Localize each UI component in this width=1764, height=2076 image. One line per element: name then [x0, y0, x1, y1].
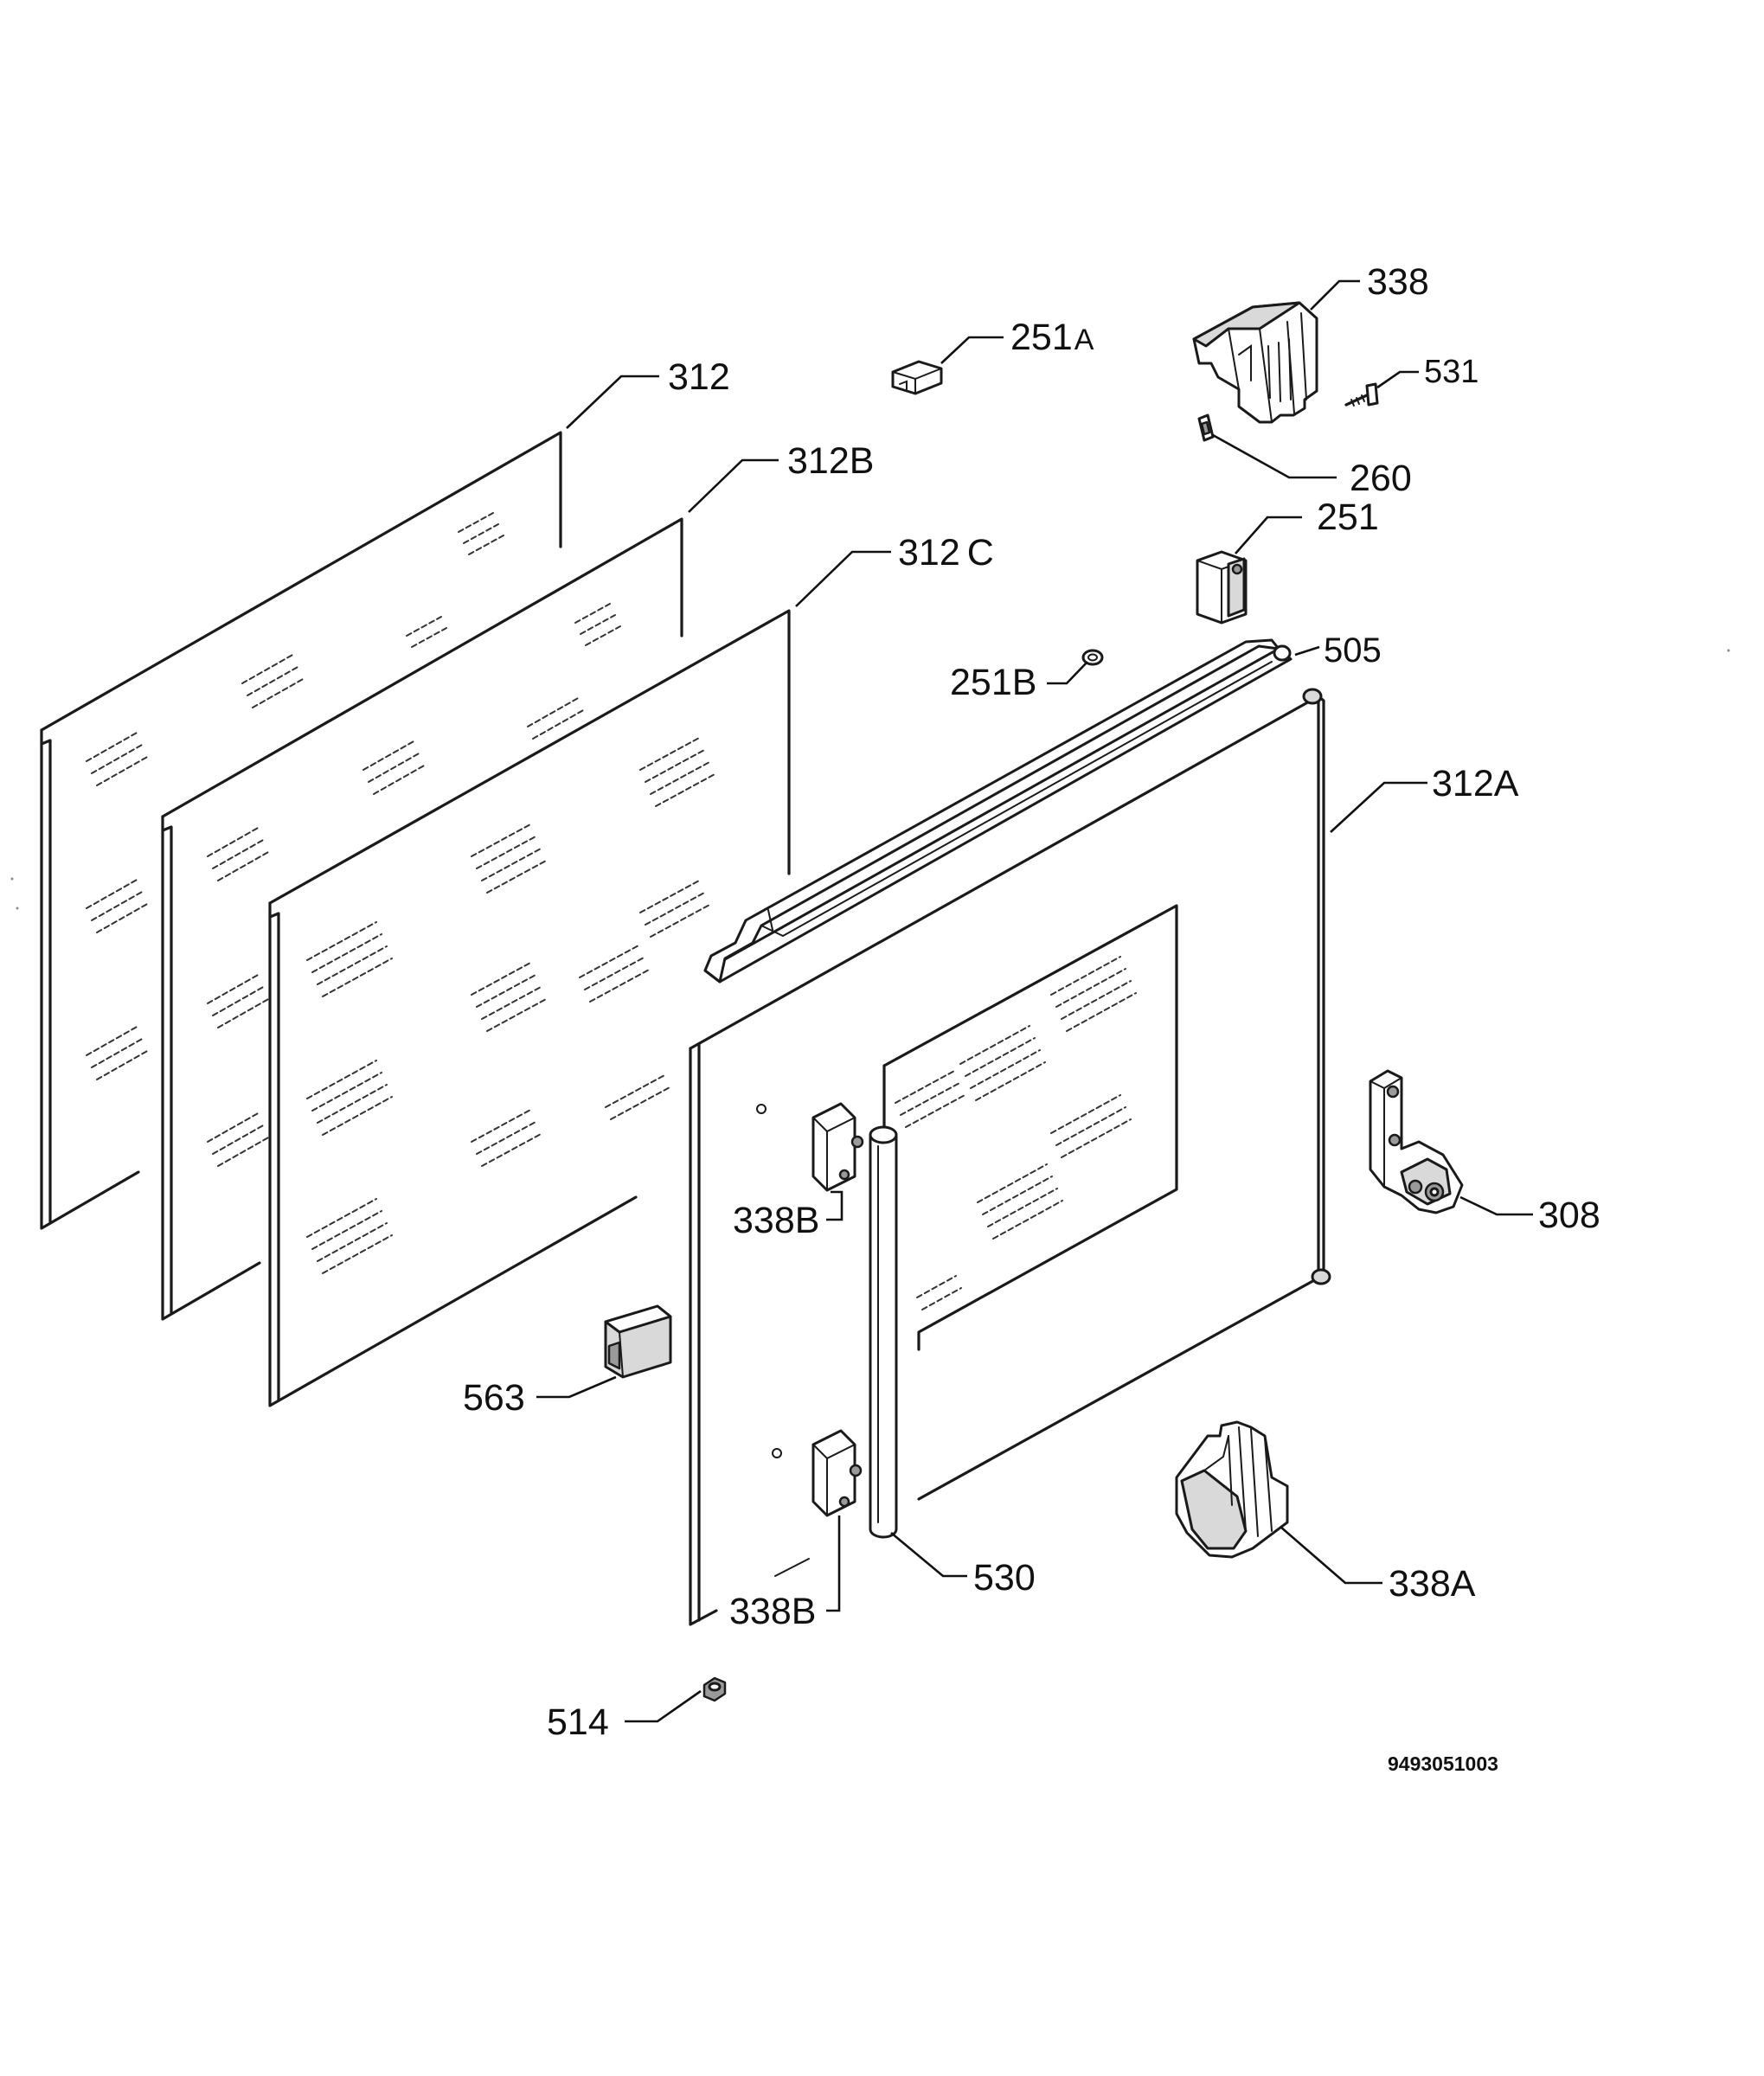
bracket-338B-lower [811, 1429, 863, 1517]
clip-251 [1196, 550, 1248, 625]
callout-338A: 338A [1389, 1563, 1476, 1605]
hinge-308 [1369, 1069, 1464, 1214]
callout-251A: 251A [1010, 317, 1094, 358]
washer-251B [1081, 649, 1104, 666]
screw-531 [1344, 382, 1379, 407]
callout-563: 563 [463, 1377, 525, 1419]
callout-338: 338 [1367, 261, 1429, 303]
callout-251B: 251B [950, 662, 1036, 703]
part-260 [1197, 413, 1215, 442]
callout-312B: 312B [787, 440, 874, 482]
rod-530 [869, 1125, 898, 1539]
callout-251: 251 [1317, 497, 1379, 538]
nut-514 [702, 1676, 727, 1702]
callout-338B-upper: 338B [733, 1200, 819, 1241]
callout-530: 530 [973, 1557, 1036, 1599]
clip-251A [891, 360, 943, 395]
callout-312A: 312A [1432, 763, 1519, 804]
bracket-338B-upper [811, 1102, 864, 1192]
callout-514: 514 [547, 1701, 609, 1743]
clip-563 [604, 1304, 672, 1379]
callout-312: 312 [668, 356, 730, 398]
glass-panel-312 [40, 431, 562, 1230]
glass-panel-312C [268, 609, 791, 1407]
drawing-number: 9493051003 [1388, 1752, 1498, 1775]
callout-260: 260 [1350, 458, 1412, 499]
front-door-glass-312A [689, 688, 1331, 1626]
callout-505: 505 [1324, 631, 1382, 670]
top-trim-profile-505 [703, 638, 1293, 984]
callout-338B-lower: 338B [729, 1591, 816, 1632]
callout-308: 308 [1538, 1195, 1600, 1236]
glass-panel-312B [161, 517, 683, 1321]
leader-lines [536, 279, 1533, 1723]
hinge-cover-338 [1192, 301, 1318, 424]
hinge-cover-338A [1175, 1420, 1289, 1559]
callout-531: 531 [1424, 354, 1479, 390]
margin-marks [10, 649, 1730, 910]
